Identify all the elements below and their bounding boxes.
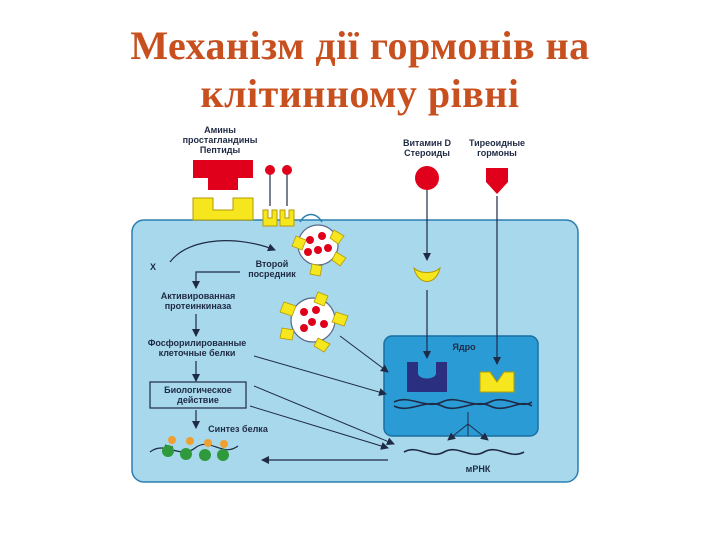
- label-synthesis: Синтез белка: [208, 424, 269, 434]
- label-second-messenger-2: посредник: [248, 269, 296, 279]
- arrow-dna-to-mrna-3: [467, 423, 489, 441]
- vesicle-icon: [279, 291, 349, 353]
- label-nucleus: Ядро: [452, 342, 476, 352]
- label-prostaglandins: простагландины: [183, 135, 258, 145]
- label-second-messenger-1: Второй: [256, 259, 289, 269]
- label-kinase-1: Активированная: [161, 291, 236, 301]
- label-kinase-2: протеинкиназа: [165, 301, 233, 311]
- small-receptor-icon: [279, 209, 295, 227]
- mrna-strand: [403, 448, 525, 456]
- label-steroids: Стероиды: [404, 148, 450, 158]
- label-bio-2: действие: [177, 395, 219, 405]
- nuclear-receptor-yellow-icon: [479, 371, 515, 393]
- arrow-curve-top: [169, 240, 276, 263]
- ribosome-icon: [149, 436, 239, 461]
- steroid-hormone-icon: [415, 166, 439, 190]
- membrane-receptor-icon: [192, 197, 254, 221]
- nuclear-receptor-navy-icon: [407, 362, 447, 392]
- small-receptor-icon: [262, 209, 278, 227]
- vesicle-icon: [291, 224, 347, 277]
- arrow-phos-to-nucleus: [253, 355, 387, 396]
- arrow-bio-to-synthesis-diag: [249, 405, 389, 450]
- title-line-1: Механізм дії гормонів на: [130, 23, 590, 68]
- arrow-bio-to-mrna: [253, 385, 395, 446]
- title-line-2: клітинному рівні: [200, 71, 520, 116]
- label-phos-1: Фосфорилированные: [148, 338, 247, 348]
- membrane-invagination: [299, 213, 323, 223]
- arrow-dna-to-mrna-2: [447, 423, 469, 441]
- amine-hormone-icon: [193, 160, 253, 190]
- biological-action-box: [149, 381, 247, 409]
- arrow-vesicle-to-nucleus: [339, 335, 389, 373]
- label-peptides: Пептиды: [200, 145, 241, 155]
- label-thyroid-1: Тиреоидные: [469, 138, 525, 148]
- label-bio-1: Биологическое: [164, 385, 232, 395]
- label-phos-2: клеточные белки: [159, 348, 236, 358]
- label-x: X: [150, 262, 156, 272]
- cytoplasmic-receptor-icon: [413, 266, 441, 282]
- label-mrna: мРНК: [466, 464, 491, 474]
- small-hormone-icon: [265, 165, 292, 206]
- thyroid-hormone-icon: [486, 168, 508, 194]
- label-vitamin-d: Витамин D: [403, 138, 452, 148]
- arrow-messenger-to-kinase: [192, 271, 240, 289]
- label-amines: Амины: [204, 125, 236, 135]
- label-thyroid-2: гормоны: [477, 148, 517, 158]
- dna-icon: [393, 398, 533, 410]
- page-title: Механізм дії гормонів на клітинному рівн…: [0, 22, 720, 118]
